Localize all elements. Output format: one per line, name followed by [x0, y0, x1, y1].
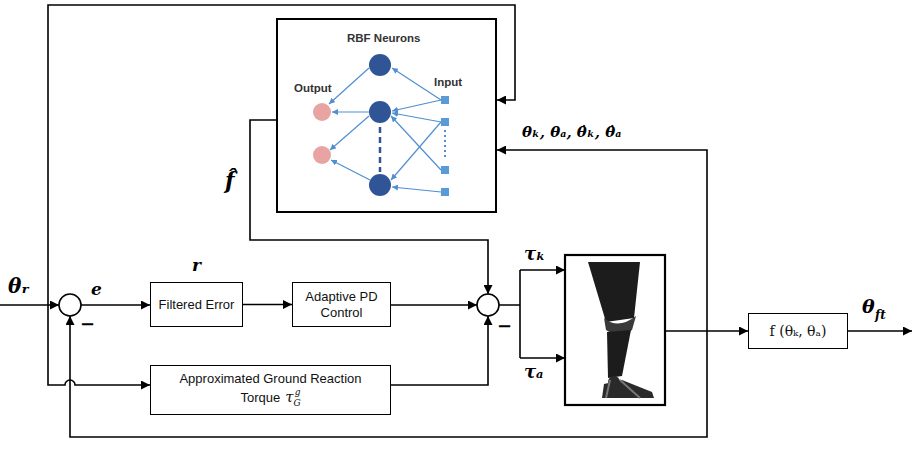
weight-link: [329, 68, 369, 104]
input-unit: [441, 118, 449, 126]
reference-to-torque-wire: [48, 305, 150, 385]
layer-label: Output: [294, 82, 332, 94]
signal-name: e: [91, 280, 102, 299]
weight-link: [392, 113, 441, 122]
input-unit: [441, 96, 449, 104]
pd-output-wire: [385, 304, 477, 306]
signal-name: τₐ: [524, 362, 543, 382]
function-box: f (θₖ, θₐ): [748, 313, 848, 349]
process-box: Filtered Error: [150, 282, 243, 327]
rbf-neuron: [369, 54, 391, 76]
function-label: f (θₖ, θₐ): [770, 323, 827, 339]
input-ellipsis: [444, 130, 446, 160]
network-title: RBF Neurons: [347, 32, 420, 44]
input-unit: [441, 166, 449, 174]
error-wire: [81, 304, 150, 306]
weight-link: [391, 116, 441, 170]
sign-mark: −: [497, 316, 512, 336]
box-body: Adaptive PD Control: [293, 287, 390, 322]
sign-mark: −: [80, 314, 95, 334]
output-neuron: [313, 103, 331, 121]
torque-wire: [385, 316, 488, 385]
weight-link: [332, 111, 369, 112]
process-box: Approximated Ground Reaction TorqueτGg: [150, 365, 391, 415]
output-neurons: [313, 103, 331, 164]
signal-subscript: ft: [875, 309, 886, 322]
summing-junction: [59, 294, 81, 316]
network-output-wire: [250, 120, 488, 294]
box-body: Approximated Ground Reaction TorqueτGg: [151, 369, 390, 410]
box-label: Adaptive PD Control: [305, 289, 377, 320]
box-body: Filtered Error: [155, 295, 239, 315]
weight-link: [392, 187, 441, 192]
shank-shape: [607, 330, 631, 378]
neuron-ellipsis: [379, 127, 382, 172]
foot-angle-output-wire: [848, 330, 912, 332]
foot-strut: [606, 380, 640, 398]
process-box: Adaptive PD Control: [292, 282, 391, 327]
signal-name: τₖ: [524, 244, 546, 264]
rbf-network-box: RBF NeuronsOutput Input: [276, 18, 497, 213]
connector-arrow: [243, 304, 292, 306]
layer-label: Input: [434, 76, 462, 88]
input-unit: [441, 188, 449, 196]
rbf-neuron: [369, 174, 391, 196]
prosthetic-leg-figure: [588, 262, 654, 398]
summing-junction: [477, 294, 499, 316]
weight-link: [330, 116, 369, 150]
knee-torque-wire: [520, 269, 565, 271]
box-body: f (θₖ, θₐ): [766, 321, 831, 342]
ankle-torque-wire: [520, 357, 565, 359]
rbf-network-figure: [329, 68, 445, 192]
weight-link: [331, 160, 370, 180]
sum-output-wire: [499, 270, 520, 358]
torque-superscript: g: [295, 387, 301, 397]
output-neuron: [313, 146, 331, 164]
weight-link: [392, 68, 441, 100]
weight-link: [391, 122, 441, 180]
box-label: Approximated Ground Reaction Torque: [179, 371, 361, 405]
signal-name: r: [192, 256, 201, 275]
state-to-network-wire: [497, 150, 707, 331]
weight-link: [392, 100, 441, 111]
foot-shape: [602, 380, 654, 398]
leg-plant-box: [565, 255, 665, 405]
signal-name: θᵣ: [8, 275, 30, 297]
reference-to-network-wire: [48, 5, 515, 305]
signal-name: f̂: [225, 168, 234, 192]
signal-name: θ: [862, 296, 875, 317]
reference-input-wire: [0, 304, 59, 306]
signal-name: θₖ, θₐ, θ̇ₖ, θ̇ₐ: [522, 124, 621, 141]
input-units: [441, 96, 449, 196]
torque-subscript: G: [294, 398, 301, 408]
feedback-wire: [70, 316, 707, 437]
thigh-shape: [588, 262, 640, 322]
torque-symbol: τ: [285, 388, 293, 406]
box-label: Filtered Error: [159, 297, 235, 312]
rbf-neuron: [369, 101, 391, 123]
box-body: RBF NeuronsOutput Input: [278, 20, 495, 211]
rbf-neurons: [369, 54, 391, 196]
